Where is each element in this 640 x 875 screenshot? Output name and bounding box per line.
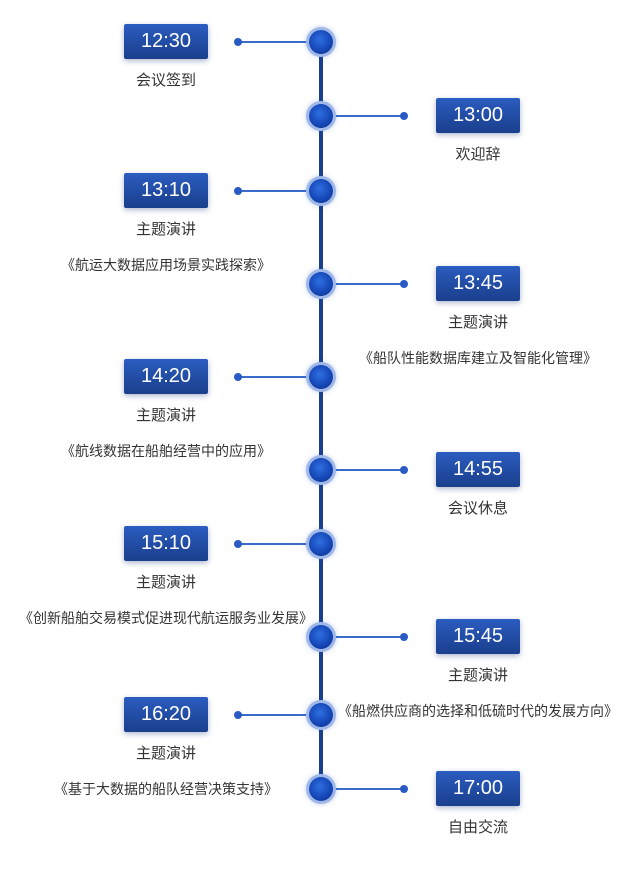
timeline-axis xyxy=(319,42,323,790)
timeline-node xyxy=(309,272,333,296)
agenda-item: 17:00 自由交流 xyxy=(378,771,578,836)
timeline-connector xyxy=(238,190,321,192)
agenda-title: 欢迎辞 xyxy=(455,145,501,163)
agenda-title: 会议休息 xyxy=(447,499,508,517)
timeline-node xyxy=(309,458,333,482)
agenda-item: 14:55 会议休息 xyxy=(378,452,578,517)
time-badge: 14:55 xyxy=(436,452,520,487)
timeline-node xyxy=(309,365,333,389)
time-badge: 13:00 xyxy=(436,98,520,133)
agenda-subtitle: 《船燃供应商的选择和低硫时代的发展方向》 xyxy=(338,704,618,720)
agenda-title: 主题演讲 xyxy=(135,406,196,424)
timeline-node xyxy=(309,703,333,727)
connector-dot xyxy=(234,187,242,195)
timeline-node xyxy=(309,625,333,649)
time-badge: 14:20 xyxy=(124,359,208,394)
connector-dot xyxy=(234,38,242,46)
agenda-item: 14:20 主题演讲《航线数据在船舶经营中的应用》 xyxy=(61,359,271,460)
timeline-connector xyxy=(321,115,404,117)
time-badge: 12:30 xyxy=(124,24,208,59)
agenda-item: 15:10 主题演讲《创新船舶交易模式促进现代航运服务业发展》 xyxy=(19,526,313,627)
connector-dot xyxy=(234,373,242,381)
connector-dot xyxy=(400,633,408,641)
timeline-connector xyxy=(238,543,321,545)
connector-dot xyxy=(400,280,408,288)
time-badge: 15:10 xyxy=(124,526,208,561)
agenda-subtitle: 《基于大数据的船队经营决策支持》 xyxy=(54,782,278,798)
agenda-subtitle: 《航线数据在船舶经营中的应用》 xyxy=(61,444,271,460)
agenda-title: 主题演讲 xyxy=(135,220,196,238)
connector-dot xyxy=(400,785,408,793)
connector-dot xyxy=(400,112,408,120)
agenda-title: 主题演讲 xyxy=(135,744,196,762)
agenda-title: 会议签到 xyxy=(135,71,196,89)
timeline-node xyxy=(309,532,333,556)
time-badge: 13:45 xyxy=(436,266,520,301)
timeline-connector xyxy=(238,714,321,716)
agenda-title: 主题演讲 xyxy=(447,666,508,684)
timeline-node xyxy=(309,30,333,54)
time-badge: 16:20 xyxy=(124,697,208,732)
timeline-node xyxy=(309,104,333,128)
connector-dot xyxy=(234,711,242,719)
agenda-item: 16:20 主题演讲《基于大数据的船队经营决策支持》 xyxy=(54,697,278,798)
timeline-connector xyxy=(321,788,404,790)
agenda-item: 13:00 欢迎辞 xyxy=(378,98,578,163)
timeline-connector xyxy=(238,41,321,43)
agenda-title: 主题演讲 xyxy=(135,573,196,591)
timeline-connector xyxy=(321,636,404,638)
agenda-item: 13:10 主题演讲《航运大数据应用场景实践探索》 xyxy=(61,173,271,274)
time-badge: 13:10 xyxy=(124,173,208,208)
timeline-connector xyxy=(321,469,404,471)
timeline-node xyxy=(309,777,333,801)
agenda-item: 15:45 主题演讲《船燃供应商的选择和低硫时代的发展方向》 xyxy=(338,619,618,720)
timeline-connector xyxy=(321,283,404,285)
connector-dot xyxy=(234,540,242,548)
agenda-subtitle: 《航运大数据应用场景实践探索》 xyxy=(61,258,271,274)
timeline-node xyxy=(309,179,333,203)
timeline-connector xyxy=(238,376,321,378)
agenda-subtitle: 《创新船舶交易模式促进现代航运服务业发展》 xyxy=(19,611,313,627)
agenda-item: 12:30 会议签到 xyxy=(66,24,266,89)
time-badge: 17:00 xyxy=(436,771,520,806)
agenda-title: 自由交流 xyxy=(447,818,508,836)
agenda-subtitle: 《船队性能数据库建立及智能化管理》 xyxy=(359,351,597,367)
connector-dot xyxy=(400,466,408,474)
agenda-item: 13:45 主题演讲《船队性能数据库建立及智能化管理》 xyxy=(359,266,597,367)
time-badge: 15:45 xyxy=(436,619,520,654)
agenda-title: 主题演讲 xyxy=(447,313,508,331)
